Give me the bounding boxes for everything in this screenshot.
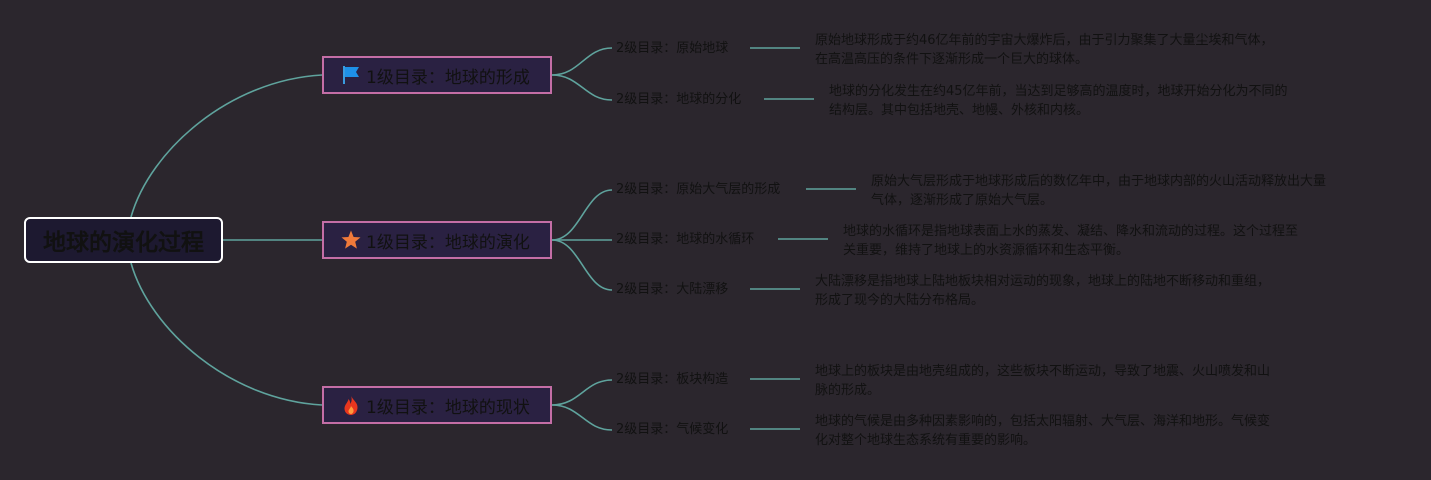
subtopic-water-cycle[interactable]: 2级目录：地球的水循环	[616, 232, 755, 247]
description-line: 地球的分化发生在约45亿年前，当达到足够高的温度时，地球开始分化为不同的	[829, 84, 1288, 99]
description-atmosphere: 原始大气层形成于地球形成后的数亿年中，由于地球内部的火山活动释放出大量 气体，逐…	[871, 172, 1326, 210]
star-icon	[340, 229, 362, 251]
description-climate-change: 地球的气候是由多种因素影响的，包括太阳辐射、大气层、海洋和地形。气候变 化对整个…	[815, 412, 1270, 450]
description-line: 化对整个地球生态系统有重要的影响。	[815, 433, 1037, 448]
root-title: 地球的演化过程	[43, 230, 204, 256]
subtopic-continental-drift[interactable]: 2级目录：大陆漂移	[616, 282, 729, 297]
description-line: 地球的气候是由多种因素影响的，包括太阳辐射、大气层、海洋和地形。气候变	[815, 414, 1271, 429]
connector-b1-c2	[551, 239, 613, 291]
subtopic-plate-tectonics[interactable]: 2级目录：板块构造	[616, 372, 729, 387]
connector-b2-c0	[551, 379, 613, 406]
connector-b2-c1	[551, 404, 613, 431]
branch-label: 1级目录：地球的形成	[366, 67, 530, 88]
subtopic-differentiation[interactable]: 2级目录：地球的分化	[616, 92, 742, 107]
subtopic-climate-change[interactable]: 2级目录：气候变化	[616, 422, 729, 437]
connector-root-b2	[130, 262, 323, 406]
description-line: 原始地球形成于约46亿年前的宇宙大爆炸后，由于引力聚集了大量尘埃和气体，	[815, 33, 1274, 48]
branch-node-formation[interactable]: 1级目录：地球的形成	[322, 56, 552, 94]
branch-node-status[interactable]: 1级目录：地球的现状	[322, 386, 552, 424]
connector-b1-c0	[551, 189, 613, 241]
description-line: 地球的水循环是指地球表面上水的蒸发、凝结、降水和流动的过程。这个过程至	[843, 224, 1299, 239]
fire-icon	[340, 394, 362, 416]
connector-root-b0	[130, 74, 323, 218]
flag-icon	[340, 64, 362, 86]
description-line: 结构层。其中包括地壳、地幔、外核和内核。	[829, 103, 1090, 118]
subtopic-primitive-earth[interactable]: 2级目录：原始地球	[616, 41, 729, 56]
description-differentiation: 地球的分化发生在约45亿年前，当达到足够高的温度时，地球开始分化为不同的 结构层…	[829, 82, 1288, 120]
branch-label: 1级目录：地球的演化	[366, 232, 530, 253]
description-line: 地球上的板块是由地壳组成的，这些板块不断运动，导致了地震、火山喷发和山	[815, 364, 1271, 379]
description-line: 形成了现今的大陆分布格局。	[815, 293, 985, 308]
connector-b0-c0	[551, 47, 613, 76]
description-water-cycle: 地球的水循环是指地球表面上水的蒸发、凝结、降水和流动的过程。这个过程至 关重要，…	[843, 222, 1298, 260]
branch-node-evolution[interactable]: 1级目录：地球的演化	[322, 221, 552, 259]
connector-b0-c1	[551, 74, 613, 101]
description-line: 原始大气层形成于地球形成后的数亿年中，由于地球内部的火山活动释放出大量	[871, 174, 1327, 189]
description-line: 在高温高压的条件下逐渐形成一个巨大的球体。	[815, 52, 1089, 67]
root-node[interactable]: 地球的演化过程	[24, 217, 223, 263]
description-line: 关重要，维持了地球上的水资源循环和生态平衡。	[843, 243, 1130, 258]
branch-label: 1级目录：地球的现状	[366, 397, 530, 418]
description-plate-tectonics: 地球上的板块是由地壳组成的，这些板块不断运动，导致了地震、火山喷发和山 脉的形成…	[815, 362, 1270, 400]
description-line: 气体，逐渐形成了原始大气层。	[871, 193, 1054, 208]
subtopic-atmosphere[interactable]: 2级目录：原始大气层的形成	[616, 182, 781, 197]
description-line: 大陆漂移是指地球上陆地板块相对运动的现象，地球上的陆地不断移动和重组，	[815, 274, 1271, 289]
description-line: 脉的形成。	[815, 383, 881, 398]
description-continental-drift: 大陆漂移是指地球上陆地板块相对运动的现象，地球上的陆地不断移动和重组， 形成了现…	[815, 272, 1270, 310]
description-primitive-earth: 原始地球形成于约46亿年前的宇宙大爆炸后，由于引力聚集了大量尘埃和气体， 在高温…	[815, 31, 1274, 69]
